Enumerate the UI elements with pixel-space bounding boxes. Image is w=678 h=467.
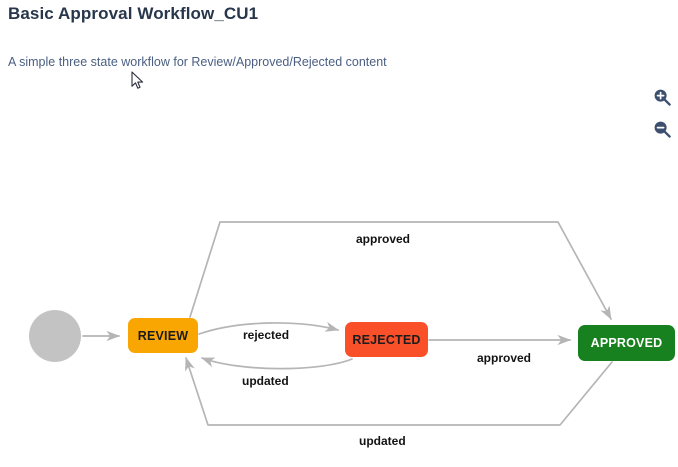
page-title: Basic Approval Workflow_CU1 [8, 4, 259, 23]
edge-label-rejected-review: updated [242, 374, 289, 388]
workflow-node-rejected[interactable]: REJECTED [345, 322, 428, 357]
edge-label-review-approved: approved [356, 232, 411, 246]
edge-label-approved-review: updated [359, 434, 406, 448]
edge-approved-review [185, 357, 613, 426]
edge-review-rejected [198, 321, 339, 335]
workflow-node-review[interactable]: REVIEW [128, 318, 198, 353]
workflow-node-rejected-label: REJECTED [352, 332, 421, 347]
workflow-node-review-label: REVIEW [137, 328, 189, 343]
edge-rejected-review [201, 357, 353, 370]
edge-label-rejected-approved: approved [477, 351, 532, 365]
zoom-in-icon [653, 88, 671, 106]
workflow-node-start[interactable] [29, 310, 81, 362]
page-description: A simple three state workflow for Review… [8, 55, 387, 69]
workflow-node-approved-label: APPROVED [590, 336, 663, 350]
edge-label-review-rejected: rejected [243, 328, 290, 342]
edge-review-approved [189, 221, 612, 320]
zoom-in-button[interactable] [650, 85, 674, 109]
workflow-node-approved[interactable]: APPROVED [578, 325, 675, 361]
zoom-out-icon [653, 120, 671, 138]
zoom-out-button[interactable] [650, 117, 674, 141]
